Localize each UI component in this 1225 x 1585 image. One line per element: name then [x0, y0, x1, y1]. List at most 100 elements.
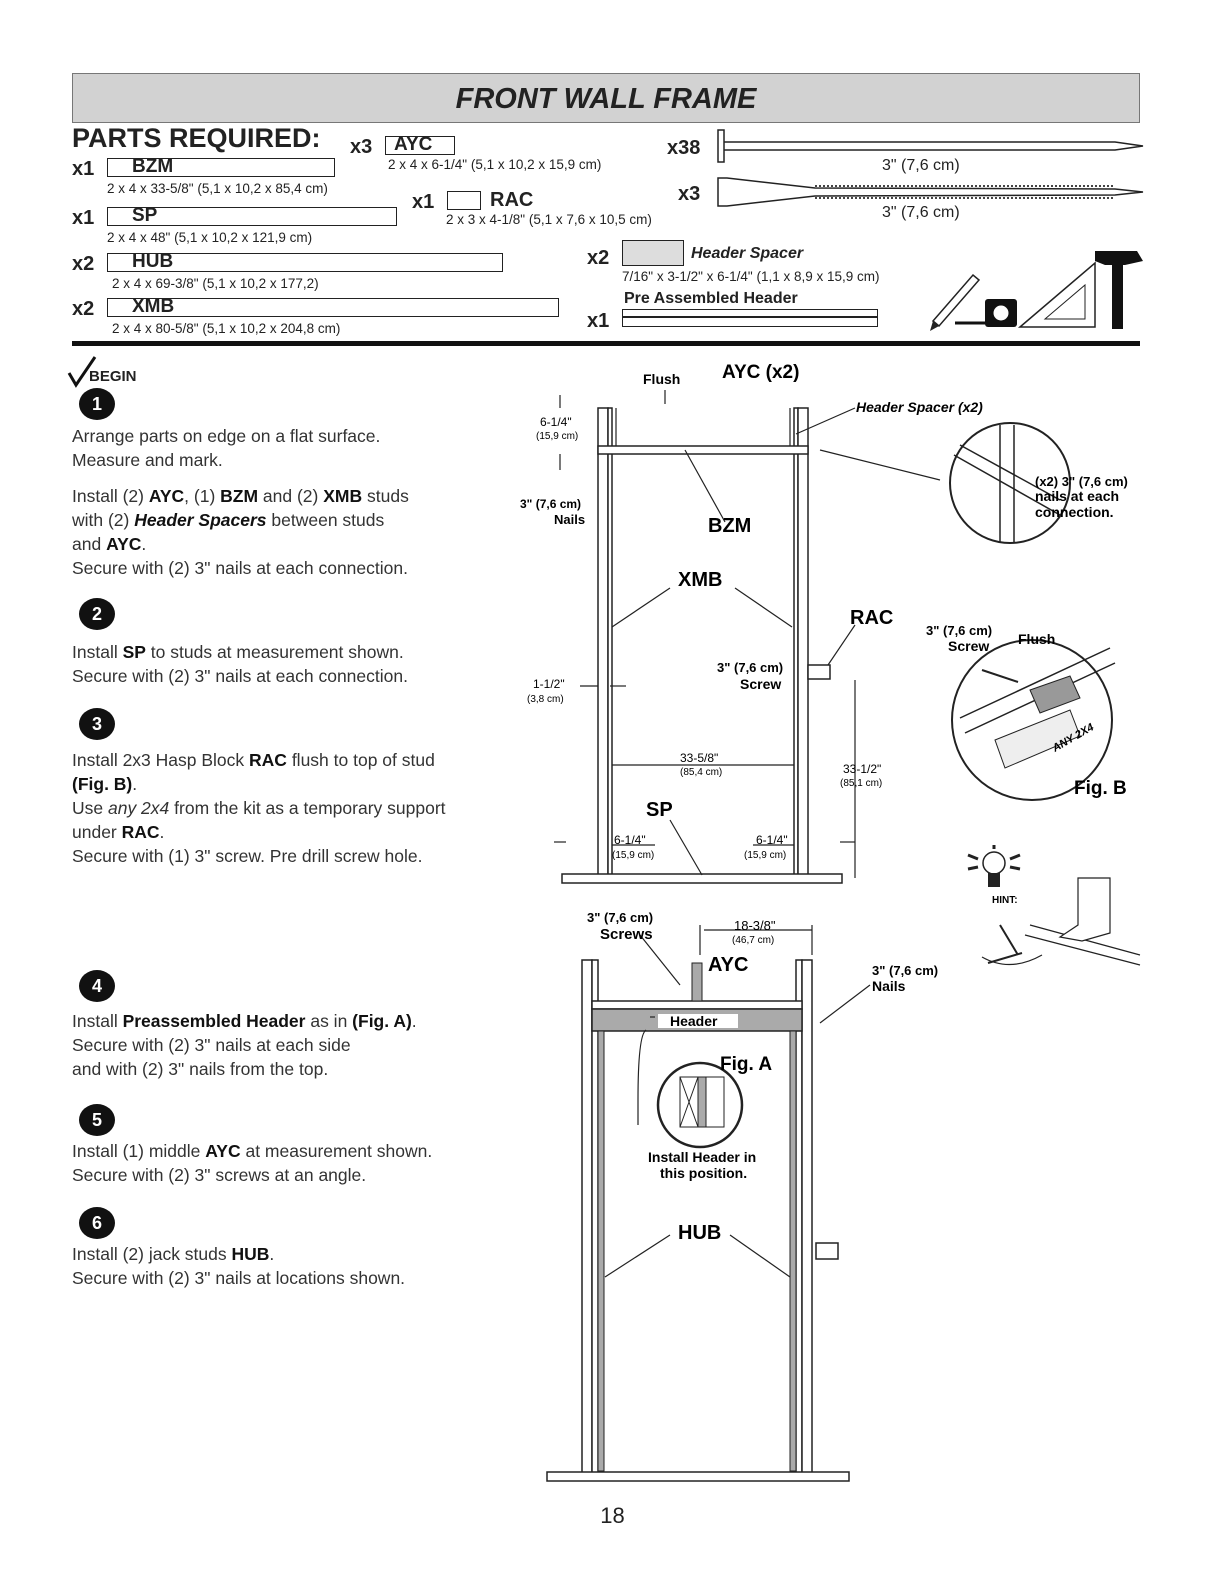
dim-label: 6-1/4": [756, 833, 788, 847]
part-qty: x1: [72, 207, 95, 229]
begin-label: BEGIN: [89, 368, 137, 385]
step-6-text: Install (2) jack studs HUB.Secure with (…: [72, 1244, 406, 1288]
pencil-icon: [930, 273, 981, 331]
speed-square-icon: [1017, 261, 1096, 328]
dim-label: 33-5/8": [680, 751, 718, 765]
part-dim: 2 x 4 x 6-1/4" (5,1 x 10,2 x 15,9 cm): [388, 157, 602, 172]
part-dim: 2 x 4 x 48" (5,1 x 10,2 x 121,9 cm): [107, 230, 313, 245]
nails-label: Nails: [872, 978, 906, 994]
part-header-spacer: Header Spacer: [691, 245, 804, 262]
dim-label: 6-1/4": [614, 833, 646, 847]
xmb-label: XMB: [678, 569, 722, 591]
connection-detail: (x2) 3" (7,6 cm) nails at each connectio…: [949, 422, 1128, 544]
dim-label: 33-1/2": [843, 762, 881, 776]
figb-text: Screw: [948, 638, 989, 654]
step-3-text: Install 2x3 Hasp Block RAC flush to top …: [72, 750, 446, 866]
screw-size: 3" (7,6 cm): [882, 204, 960, 221]
header-label: Header: [670, 1013, 718, 1029]
step-number: 6: [79, 1207, 115, 1239]
part-qty: x2: [72, 253, 95, 275]
sp-label: SP: [646, 799, 673, 821]
fig-b-detail: 3" (7,6 cm) Screw Flush ANY 2X4 Fig. B: [926, 623, 1127, 801]
flush-label: Flush: [643, 371, 680, 387]
rac-label: RAC: [850, 607, 893, 629]
dim-label: (85,1 cm): [840, 778, 882, 789]
detail-text: nails at each: [1035, 488, 1119, 504]
nails-label: 3" (7,6 cm): [520, 497, 581, 511]
step-number: 4: [79, 970, 115, 1002]
page-number: 18: [600, 1503, 625, 1528]
part-qty: x2: [72, 298, 95, 320]
nails-label: Nails: [554, 512, 585, 527]
page-title: FRONT WALL FRAME: [455, 83, 757, 115]
install-header-text: Install Header in: [648, 1149, 756, 1165]
step-2-text: Install SP to studs at measurement shown…: [72, 642, 408, 686]
tools-icon: [930, 251, 1143, 331]
step-number: 1: [79, 388, 115, 420]
dim-label: (15,9 cm): [536, 431, 578, 442]
part-qty: x1: [412, 191, 435, 213]
screw-icon: [717, 177, 1144, 207]
step-number: 3: [79, 708, 115, 740]
fig-b-label: Fig. B: [1074, 778, 1127, 799]
detail-text: (x2) 3" (7,6 cm): [1035, 474, 1128, 489]
screws-label: Screws: [600, 926, 653, 943]
ayc-label: AYC: [708, 954, 748, 976]
step-number: 2: [79, 598, 115, 630]
step-number: 5: [79, 1104, 115, 1136]
hub-label: HUB: [678, 1222, 721, 1244]
title-bar: FRONT WALL FRAME: [72, 73, 1140, 123]
figb-text: Flush: [1018, 631, 1055, 647]
screw-qty: x3: [678, 183, 701, 205]
dim-label: 1-1/2": [533, 677, 565, 691]
step-5-text: Install (1) middle AYC at measurement sh…: [72, 1141, 433, 1185]
nail-size: 3" (7,6 cm): [882, 157, 960, 174]
dim-label: (46,7 cm): [732, 935, 774, 946]
part-bzm: BZM: [107, 157, 335, 177]
figb-text: 3" (7,6 cm): [926, 623, 992, 638]
part-qty: x2: [587, 247, 610, 269]
part-qty: x1: [72, 158, 95, 180]
hint-label: HINT:: [992, 895, 1018, 906]
part-ayc: AYC: [385, 135, 455, 155]
rac-box: [447, 191, 481, 210]
dim-label: (15,9 cm): [744, 850, 786, 861]
screw-label: 3" (7,6 cm): [717, 660, 783, 675]
screws-label: 3" (7,6 cm): [587, 910, 653, 925]
part-qty: x3: [350, 136, 373, 158]
hint-illustration: HINT:: [967, 845, 1141, 966]
part-dim: 2 x 4 x 69-3/8" (5,1 x 10,2 x 177,2): [112, 276, 319, 291]
step-1-text: Arrange parts on edge on a flat surface.…: [72, 426, 409, 578]
section-divider: [72, 341, 1140, 346]
screw-label: Screw: [740, 676, 781, 692]
nail-qty: x38: [667, 137, 701, 159]
part-dim: 2 x 3 x 4-1/8" (5,1 x 7,6 x 10,5 cm): [446, 212, 652, 227]
header-spacer-box: [622, 240, 684, 266]
frame-diagram-upper: Flush AYC (x2) Header Spacer (x2) 6-1/4"…: [520, 362, 983, 884]
dim-label: 18-3/8": [734, 918, 776, 933]
step-4-text: Install Preassembled Header as in (Fig. …: [72, 1011, 417, 1079]
part-sp: SP: [107, 206, 397, 226]
pre-assembled-header-box: [622, 309, 878, 327]
detail-text: connection.: [1035, 504, 1114, 520]
part-xmb: XMB: [107, 297, 559, 317]
install-header-text: this position.: [660, 1165, 747, 1181]
part-qty: x1: [587, 310, 610, 332]
frame-diagram-lower: 3" (7,6 cm) Screws 18-3/8" (46,7 cm) AYC…: [546, 910, 938, 1482]
part-dim: 2 x 4 x 80-5/8" (5,1 x 10,2 x 204,8 cm): [112, 321, 341, 336]
lightbulb-icon: [967, 845, 1021, 887]
hammer-icon: [1095, 251, 1143, 329]
dim-label: (85,4 cm): [680, 767, 722, 778]
part-rac: RAC: [490, 189, 534, 211]
tape-measure-icon: [955, 299, 1017, 327]
part-dim: 7/16" x 3-1/2" x 6-1/4" (1,1 x 8,9 x 15,…: [622, 269, 880, 284]
part-pre-assembled-header: Pre Assembled Header: [624, 290, 798, 307]
nail-icon: [717, 129, 1144, 163]
part-hub: HUB: [107, 252, 503, 272]
ayc-x2-label: AYC (x2): [722, 362, 799, 383]
part-dim: 2 x 4 x 33-5/8" (5,1 x 10,2 x 85,4 cm): [107, 181, 328, 196]
dim-label: (15,9 cm): [612, 850, 654, 861]
fig-a-label: Fig. A: [720, 1054, 772, 1075]
bzm-label: BZM: [708, 515, 751, 537]
checkmark-icon: [67, 356, 97, 388]
